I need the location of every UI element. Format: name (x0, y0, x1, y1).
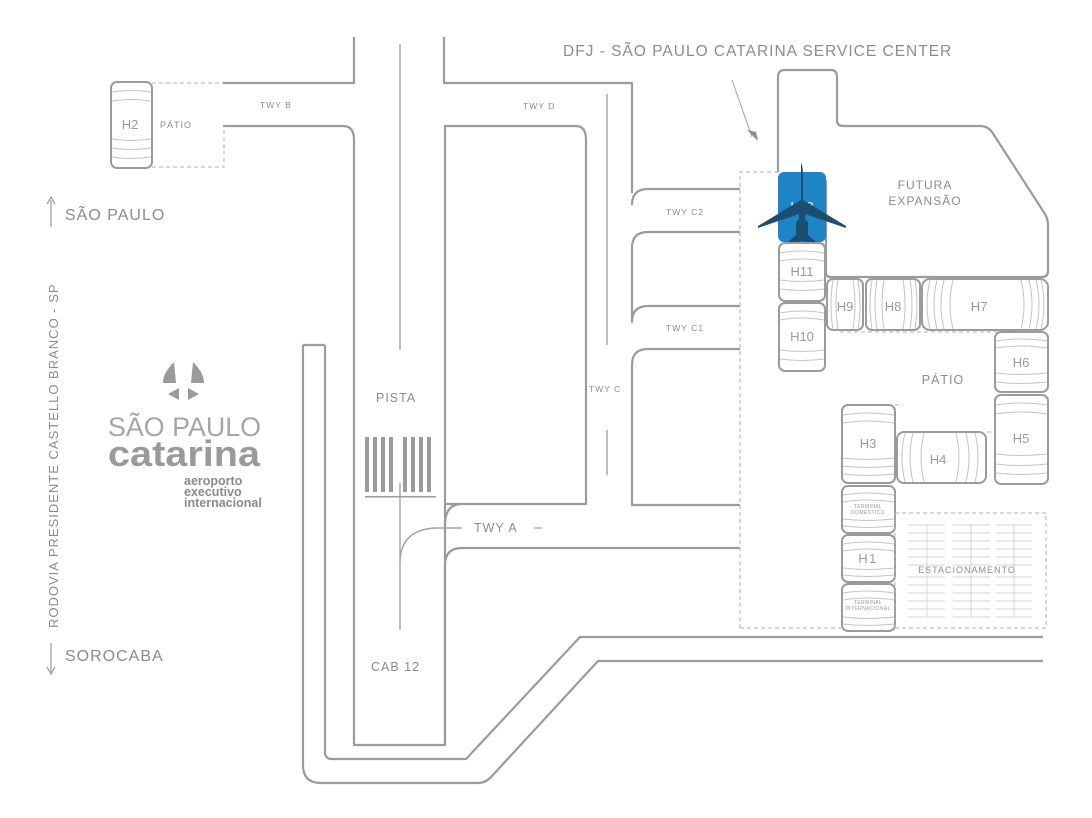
hangar-h1[interactable]: H1 (841, 534, 896, 583)
hangar-h10[interactable]: H10 (778, 302, 826, 372)
direction-sorocaba: SOROCABA (65, 648, 164, 665)
hangar-h10-label: H10 (790, 329, 814, 344)
taxiway-c1-label: TWY C1 (666, 323, 704, 333)
parking-label: ESTACIONAMENTO (918, 565, 1016, 575)
runway-threshold-markings (365, 437, 436, 498)
logo-line2: catarina (108, 433, 261, 474)
hangar-h9-label: H9 (837, 299, 854, 314)
hangar-h5[interactable]: H5 (994, 394, 1049, 485)
airplane-icon (758, 163, 846, 246)
future-expansion-label-1: FUTURA (898, 178, 953, 192)
hangar-h3[interactable]: H3 (841, 404, 896, 484)
direction-sao-paulo: SÃO PAULO (65, 204, 165, 224)
logo-line1: SÃO PAULO (108, 411, 261, 442)
future-expansion-area (776, 68, 1050, 279)
hangar-h11-label: H11 (791, 264, 814, 279)
hangar-h6-label: H6 (1013, 355, 1030, 370)
highway-label: RODOVIA PRESIDENTE CASTELLO BRANCO - SP (46, 283, 61, 628)
hangar-h4[interactable]: H4 (896, 431, 987, 484)
hangar-h11[interactable]: H11 (778, 242, 826, 302)
hangar-h12-highlighted[interactable]: H12 (758, 163, 846, 246)
runway-label: PISTA (376, 391, 416, 405)
taxiway-b-label: TWY B (260, 100, 292, 110)
terminal-domestic-label-2: DOMÉSTICO (851, 509, 885, 516)
terminal-international[interactable]: TERMINAL INTERNACIONAL (841, 583, 896, 632)
taxiway-c2-label: TWY C2 (666, 207, 704, 217)
logo-symbol-icon (163, 362, 204, 400)
north-arrow-icon (46, 195, 56, 227)
hangar-h4-label: H4 (930, 452, 947, 467)
hangar-h7-label: H7 (971, 299, 988, 314)
runway-threshold-label: CAB 12 (371, 660, 420, 674)
title-pointer-arrow (731, 79, 758, 141)
logo-sub1: aeroporto (184, 474, 243, 488)
parking-grid (908, 524, 1032, 618)
logo-sub2: executivo (184, 485, 242, 499)
hangar-h2-label: H2 (122, 117, 139, 132)
terminal-international-label-2: INTERNACIONAL (845, 606, 891, 612)
airport-logo: SÃO PAULO catarina aeroporto executivo i… (108, 362, 262, 510)
terminal-domestic[interactable]: TERMINAL DOMÉSTICO (841, 485, 896, 534)
parking-area: ESTACIONAMENTO (894, 512, 1047, 629)
terminal-domestic-label-1: TERMINAL (854, 504, 882, 510)
logo-sub3: internacional (184, 496, 262, 510)
taxiway-a-label: TWY A (474, 521, 518, 535)
patio-small-label: PÁTIO (160, 120, 192, 130)
hangar-h3-label: H3 (860, 436, 877, 451)
taxiway-d-label: TWY D (523, 101, 555, 111)
hangar-h8-label: H8 (885, 299, 902, 314)
hangar-h5-label: H5 (1013, 431, 1030, 446)
future-expansion-label-2: EXPANSÃO (888, 194, 961, 208)
terminal-international-label-1: TERMINAL (854, 600, 882, 606)
patio-main-label: PÁTIO (922, 372, 965, 387)
hangar-h2[interactable]: H2 (110, 81, 153, 169)
road-network (152, 37, 1043, 785)
hangar-h7[interactable]: H7 (921, 278, 1049, 331)
hangar-h9[interactable]: H9 (826, 278, 864, 331)
south-arrow-icon (46, 643, 56, 676)
hangar-h6[interactable]: H6 (994, 331, 1049, 393)
hangar-h1-label: H1 (858, 551, 878, 566)
hangar-h8[interactable]: H8 (865, 278, 921, 331)
service-center-title: DFJ - SÃO PAULO CATARINA SERVICE CENTER (563, 43, 952, 60)
taxiway-c-label: TWY C (589, 384, 621, 394)
